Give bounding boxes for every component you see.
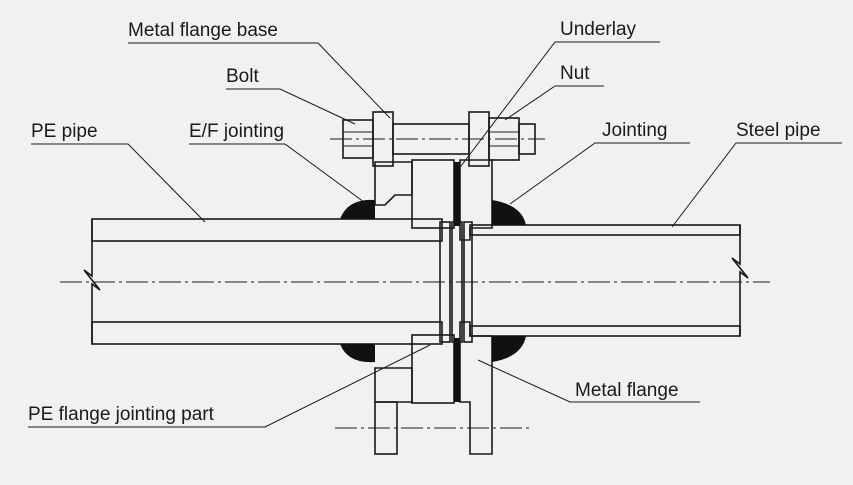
label-metal-flange-base: Metal flange base	[128, 20, 278, 41]
steel-jointing-weld-lower	[492, 336, 526, 362]
underlay-upper	[454, 162, 460, 226]
leader-underlay	[457, 41, 660, 171]
bore-ring-right	[463, 221, 473, 343]
leader-ef-jointing	[189, 143, 369, 206]
bore-ring-middle	[451, 221, 463, 343]
label-pe-pipe: PE pipe	[31, 121, 98, 142]
steel-pipe	[469, 224, 749, 337]
label-metal-flange: Metal flange	[575, 380, 679, 401]
steel-pipe-upper-wall	[469, 224, 741, 236]
label-nut: Nut	[560, 63, 590, 84]
pe-pipe-upper-wall	[91, 218, 443, 242]
steel-jointing-weld-upper	[492, 200, 526, 225]
leader-nut	[504, 85, 604, 121]
leader-pe-pipe	[31, 143, 206, 223]
pe-flange-upper	[411, 159, 455, 229]
leader-bolt	[226, 88, 356, 125]
pe-flange-lower	[411, 334, 455, 404]
pe-pipe-break-mark	[83, 219, 101, 344]
label-ef-jointing: E/F jointing	[189, 121, 284, 142]
bolt-assembly	[330, 111, 545, 429]
leader-jointing	[509, 142, 690, 205]
metal-flange-lower	[459, 321, 493, 455]
ef-jointing-weld-lower	[340, 344, 375, 363]
metal-flange-base-upper	[374, 161, 413, 206]
leader-pe-flange-jointing-part	[28, 344, 431, 428]
pe-pipe-lower-wall	[91, 321, 443, 345]
leader-metal-flange	[477, 359, 700, 403]
leader-steel-pipe	[671, 142, 842, 228]
bore-jointing-rings	[439, 221, 473, 343]
bore-ring-left	[439, 221, 451, 343]
underlay-lower	[454, 338, 460, 402]
pe-pipe	[83, 218, 443, 345]
underlay	[454, 162, 460, 402]
metal-flange-base	[374, 161, 413, 455]
label-underlay: Underlay	[560, 19, 637, 40]
label-bolt: Bolt	[226, 66, 259, 87]
weld-beads	[340, 199, 526, 363]
label-jointing: Jointing	[602, 120, 668, 141]
leader-metal-flange-base	[128, 42, 391, 119]
steel-pipe-lower-wall	[469, 325, 741, 337]
ef-jointing-weld-upper	[340, 199, 375, 219]
steel-pipe-break-mark	[731, 225, 749, 336]
metal-flange-base-lower	[374, 367, 413, 403]
label-steel-pipe: Steel pipe	[736, 120, 821, 141]
labels: Metal flange base Underlay Bolt Nut PE p…	[28, 19, 842, 428]
label-pe-flange-jointing-part: PE flange jointing part	[28, 404, 215, 425]
